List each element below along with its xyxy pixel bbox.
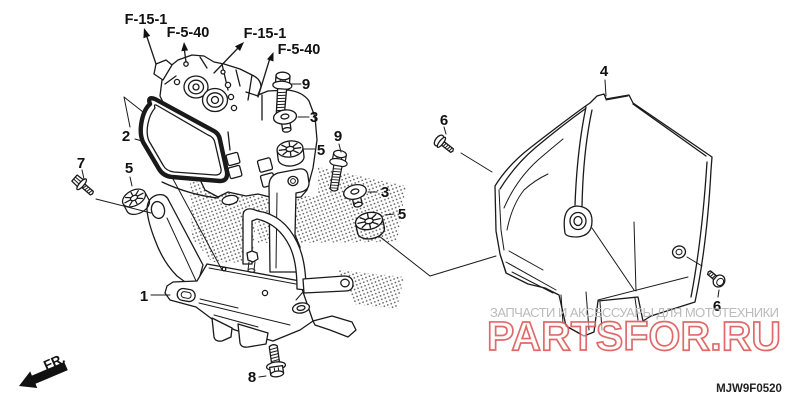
cover-drawing xyxy=(494,93,713,337)
bolt-8-drawing xyxy=(265,344,287,378)
watermark-brand: PARTSFOR.RU xyxy=(487,313,782,359)
screw-6a-drawing xyxy=(433,134,455,154)
modulator-front-cover xyxy=(138,95,230,184)
callout-3b: 3 xyxy=(381,184,389,201)
callout-6a: 6 xyxy=(440,112,448,129)
ref-label-f5-40-a: F-5-40 xyxy=(167,25,210,41)
bolt-9b-drawing xyxy=(329,149,348,192)
bolt-7-drawing xyxy=(71,174,94,196)
callout-9b: 9 xyxy=(334,128,342,145)
fr-direction-arrow: FR. xyxy=(19,351,68,388)
leader-lines xyxy=(81,79,720,378)
watermark-text: ЗАПЧАСТИ И АКСЕССУАРЫ ДЛЯ МОТОТЕХНИКИ xyxy=(490,305,780,320)
callout-5b: 5 xyxy=(317,142,325,159)
grommet-5c-drawing xyxy=(354,211,386,240)
callout-9a: 9 xyxy=(302,76,310,93)
callout-7: 7 xyxy=(77,155,85,172)
saddle-stud xyxy=(246,250,259,273)
callout-5a: 5 xyxy=(125,160,133,177)
bracket-drawing xyxy=(146,168,357,348)
grommet-5b-drawing xyxy=(276,140,305,167)
callout-6b: 6 xyxy=(713,298,721,315)
figure-code: MJW9F0520 xyxy=(716,383,782,395)
ref-label-f5-40-b: F-5-40 xyxy=(278,42,321,58)
callout-2: 2 xyxy=(122,128,130,145)
grommet-5a-drawing xyxy=(121,188,151,216)
collar-3a-drawing xyxy=(272,109,298,133)
collar-3b-drawing xyxy=(343,184,367,208)
ref-label-f15-1-a: F-15-1 xyxy=(125,12,168,28)
ref-label-f15-1-b: F-15-1 xyxy=(244,26,287,42)
screw-6b-drawing xyxy=(706,270,726,288)
callout-3a: 3 xyxy=(310,109,318,126)
callout-8: 8 xyxy=(248,369,256,386)
callout-5c: 5 xyxy=(398,206,406,223)
callout-4: 4 xyxy=(600,63,609,80)
callout-1: 1 xyxy=(140,288,148,305)
reference-arrows xyxy=(143,28,274,98)
